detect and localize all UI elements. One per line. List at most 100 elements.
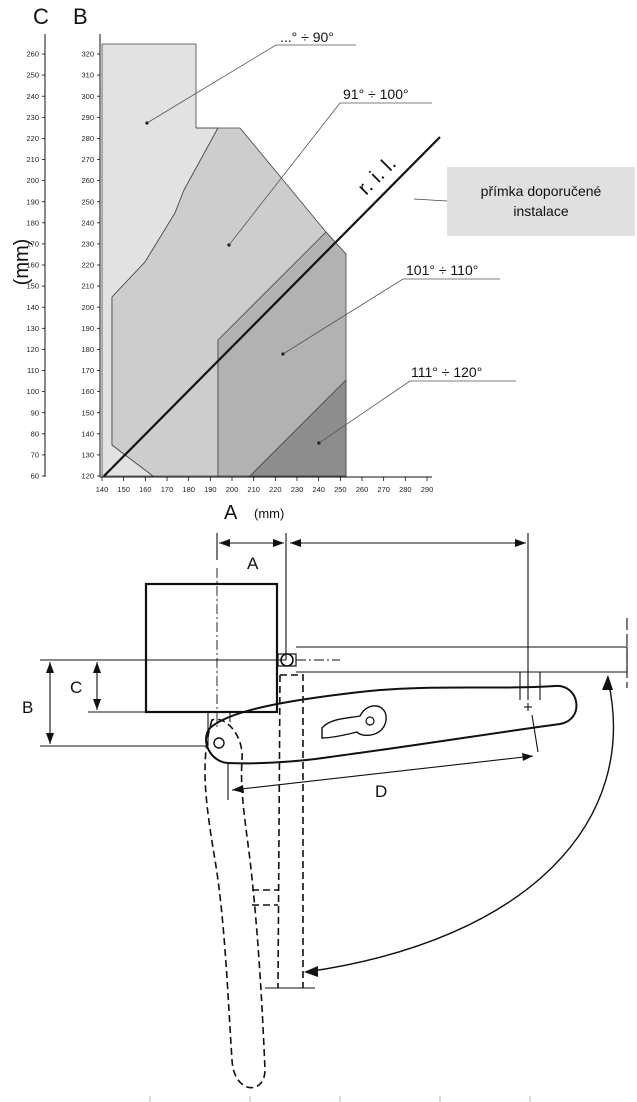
zone2-leader (228, 102, 432, 246)
axis-c-title: C (33, 4, 49, 29)
zone4-leader (318, 380, 516, 444)
dim-b-arrow-top (46, 662, 54, 673)
b-tick-label: 170 (81, 366, 94, 375)
dim-d-line (231, 755, 534, 791)
c-tick-label: 250 (26, 71, 39, 80)
b-tick-label: 250 (81, 197, 94, 206)
a-axis-unit: (mm) (254, 506, 284, 521)
mounting-drawing: A B C (22, 533, 628, 1102)
a-tick-label: 250 (334, 485, 347, 494)
dim-c-arrow-top (93, 662, 101, 673)
b-tick-label: 180 (81, 345, 94, 354)
a-tick-label: 180 (182, 485, 195, 494)
dim-b-label: B (22, 698, 33, 717)
b-tick-label: 120 (81, 472, 94, 481)
zone4-label: 111° ÷ 120° (411, 364, 482, 380)
dim-b-arrow-bottom (46, 733, 54, 744)
b-tick-label: 310 (81, 71, 94, 80)
a-tick-label: 290 (421, 485, 434, 494)
b-scale-ticks: 3203103002902802702602502402302202102001… (81, 50, 100, 481)
c-tick-label: 120 (26, 345, 39, 354)
dim-c-label: C (70, 678, 82, 697)
swing-arrow-bottom (304, 966, 318, 977)
page-bottom-marks (149, 1096, 531, 1102)
y-axis-unit: (mm) (11, 239, 33, 286)
zone1-label: ...° ÷ 90° (280, 29, 334, 45)
c-tick-label: 210 (26, 155, 39, 164)
c-tick-label: 110 (27, 366, 39, 375)
a-tick-label: 270 (377, 485, 390, 494)
b-tick-label: 320 (81, 50, 94, 59)
hinge-bracket (277, 653, 297, 667)
c-tick-label: 80 (31, 429, 39, 438)
motor-box (144, 582, 279, 714)
b-tick-label: 280 (81, 134, 94, 143)
b-tick-label: 220 (81, 261, 94, 270)
c-tick-label: 200 (26, 176, 39, 185)
c-tick-label: 180 (26, 218, 39, 227)
recommended-line-callout (447, 167, 635, 236)
b-tick-label: 260 (81, 176, 94, 185)
arm-slot (321, 705, 387, 739)
dim-d-ext-right (531, 714, 539, 753)
c-tick-label: 60 (31, 472, 39, 481)
zone2-label: 91° ÷ 100° (343, 86, 409, 102)
b-tick-label: 130 (81, 451, 94, 460)
c-tick-label: 70 (31, 451, 39, 460)
c-tick-label: 260 (26, 50, 39, 59)
a-tick-label: 190 (204, 485, 217, 494)
a-tick-label: 230 (291, 485, 304, 494)
dim-a-arrow-right (273, 539, 284, 547)
a-tick-label: 140 (96, 485, 109, 494)
c-tick-label: 90 (31, 408, 39, 417)
b-tick-label: 300 (81, 92, 94, 101)
a-tick-label: 260 (356, 485, 369, 494)
arm-pivot (213, 737, 225, 749)
b-tick-label: 190 (81, 324, 94, 333)
dim-long-arrow-left (290, 539, 301, 547)
zone3-label: 101° ÷ 110° (406, 262, 478, 278)
c-tick-label: 160 (26, 261, 39, 270)
zone-111-120 (249, 379, 347, 477)
swing-arrow-top (602, 675, 613, 690)
a-tick-label: 210 (247, 485, 260, 494)
c-tick-label: 220 (26, 134, 39, 143)
c-tick-label: 230 (26, 113, 39, 122)
c-tick-label: 170 (26, 240, 39, 249)
ril-label: r. i. l. (353, 152, 401, 200)
dim-c-arrow-bottom (93, 699, 101, 710)
b-tick-label: 150 (81, 408, 94, 417)
dim-d-label: D (375, 782, 387, 801)
open-gate-left-edge (277, 674, 281, 989)
arm-closed (205, 684, 578, 765)
a-tick-label: 150 (117, 485, 130, 494)
zone3-leader (282, 278, 500, 355)
b-tick-label: 240 (81, 218, 94, 227)
dim-a-label: A (247, 554, 259, 573)
arm-slot-hole (365, 716, 375, 726)
b-tick-label: 160 (81, 387, 94, 396)
c-tick-label: 140 (26, 303, 39, 312)
c-scale-ticks: 2602502402302202102001901801701601501401… (26, 50, 45, 481)
a-tick-label: 160 (139, 485, 152, 494)
b-tick-label: 290 (81, 113, 94, 122)
dim-d-arrow-left (232, 785, 244, 793)
installation-chart: C B (mm) 2602502402302202102001901801701… (11, 4, 635, 524)
dim-d-arrow-right (522, 753, 533, 761)
a-tick-label: 170 (161, 485, 174, 494)
zone1-leader (146, 44, 356, 124)
b-tick-label: 270 (81, 155, 94, 164)
arm-open (204, 718, 266, 1089)
a-axis-title: A (224, 502, 238, 524)
c-tick-label: 150 (26, 282, 39, 291)
a-tick-label: 220 (269, 485, 282, 494)
b-tick-label: 210 (81, 282, 94, 291)
callout-text-line2: instalace (513, 203, 568, 219)
a-tick-label: 280 (399, 485, 412, 494)
c-tick-label: 100 (26, 387, 39, 396)
callout-text-line1: přímka doporučené (481, 183, 602, 199)
a-tick-label: 200 (226, 485, 239, 494)
b-tick-label: 200 (81, 303, 94, 312)
